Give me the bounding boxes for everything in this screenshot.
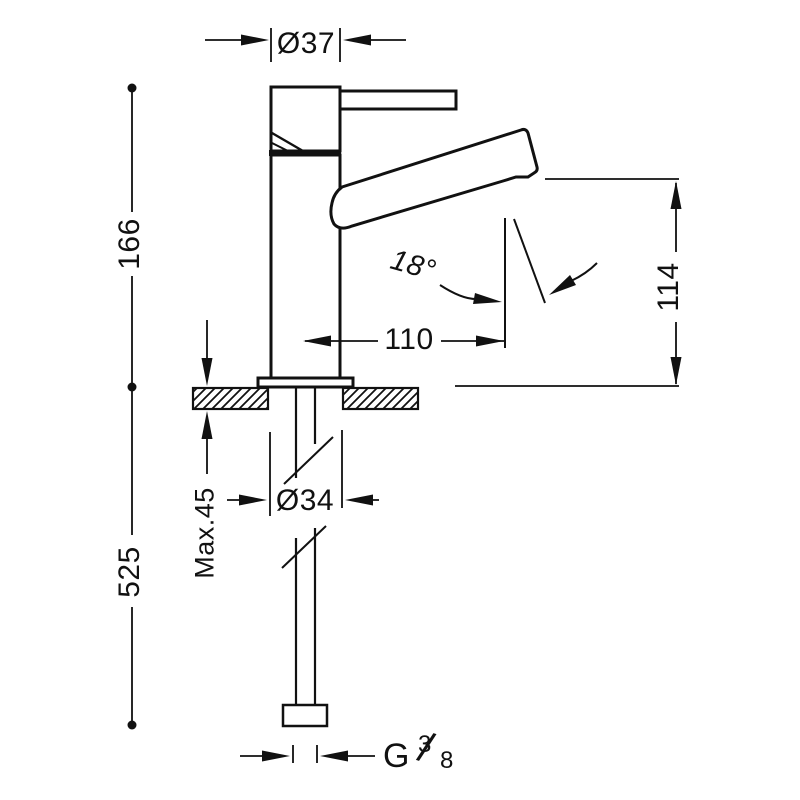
faucet-outline bbox=[256, 85, 539, 389]
dim-dia34 bbox=[227, 430, 379, 516]
label-height-166: 166 bbox=[113, 218, 146, 270]
faucet-spout bbox=[329, 127, 539, 230]
label-max-thickness: Max.45 bbox=[189, 487, 220, 579]
label-spout-reach: 110 bbox=[384, 323, 434, 356]
label-diameter-top: Ø37 bbox=[276, 27, 336, 60]
dim-g38-line bbox=[240, 745, 375, 763]
cap-slant-line bbox=[271, 131, 304, 153]
dim-dia37 bbox=[205, 28, 406, 62]
angle-arrow-left bbox=[473, 293, 502, 304]
dimension-arrowheads bbox=[127, 34, 682, 762]
thread-numerator: 3 bbox=[418, 731, 432, 758]
cap-slant-line-2 bbox=[271, 142, 289, 152]
thread-denominator: 8 bbox=[440, 747, 454, 774]
label-thread-size: G 3 / 8 bbox=[383, 723, 467, 777]
dim-114-line bbox=[455, 178, 679, 387]
counter-section bbox=[191, 386, 420, 411]
faucet-cap bbox=[269, 85, 342, 153]
supply-shank bbox=[281, 388, 334, 728]
thread-prefix: G bbox=[383, 737, 410, 775]
break-slash-1 bbox=[283, 436, 334, 485]
label-hole-diameter: Ø34 bbox=[275, 484, 335, 517]
label-height-525: 525 bbox=[113, 546, 146, 598]
break-slash-2 bbox=[281, 525, 327, 569]
label-spout-height: 114 bbox=[652, 262, 685, 312]
faucet-lever bbox=[338, 89, 458, 111]
counter-left bbox=[191, 386, 270, 411]
dim-dot-bottom bbox=[127, 720, 137, 730]
angle-leader-right bbox=[570, 262, 598, 282]
hose-end-fitting bbox=[281, 703, 329, 728]
dim-dot-top bbox=[127, 83, 137, 93]
angle-leader-left bbox=[439, 284, 479, 301]
angle-arrow-right bbox=[549, 275, 576, 295]
stream-angled-line bbox=[513, 218, 546, 304]
counter-right bbox=[341, 386, 420, 411]
dim-dot-mid bbox=[127, 382, 137, 392]
faucet-base-plate bbox=[256, 376, 355, 389]
